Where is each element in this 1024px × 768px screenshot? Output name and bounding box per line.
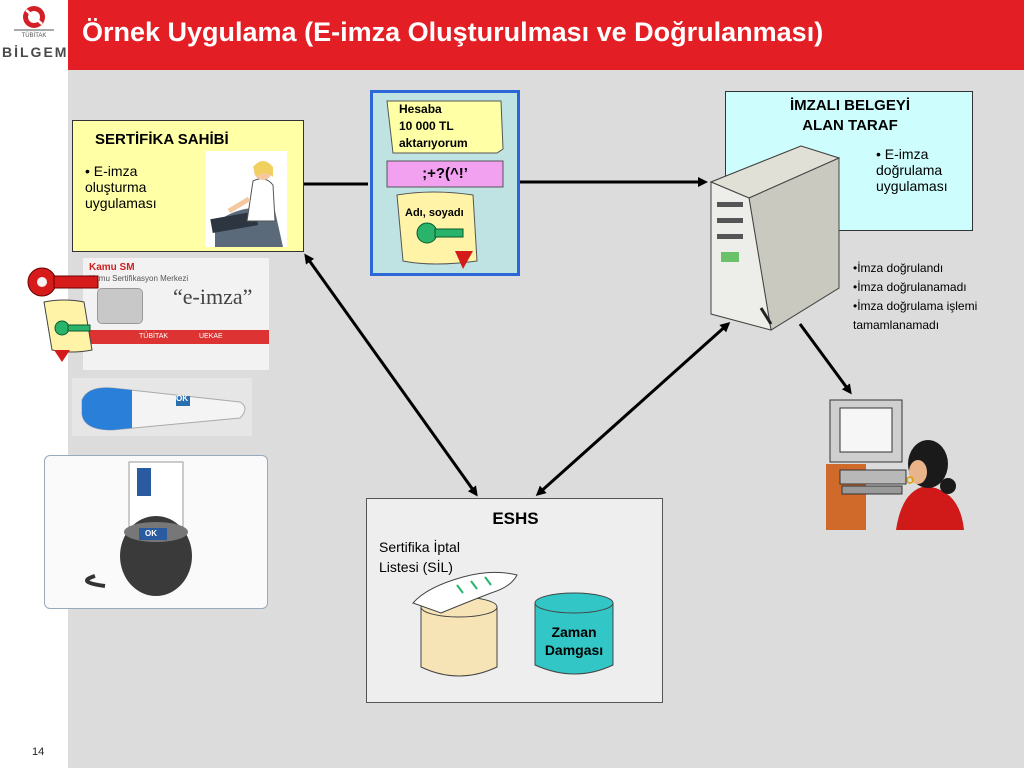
signed-document-box: Hesaba 10 000 TL aktarıyorum ;+?(^!’ Adı… — [370, 90, 520, 276]
usb-token-icon — [81, 387, 246, 431]
logo-brand: BİLGEM — [2, 44, 69, 60]
page-number: 14 — [32, 746, 45, 758]
kamu-brand: Kamu SM — [89, 262, 135, 273]
kamu-footer: TÜBİTAK UEKAE — [83, 330, 269, 344]
timestamp-label-line: Damgası — [544, 642, 604, 658]
bilgem-logo: TÜBİTAK BİLGEM — [0, 0, 68, 70]
timestamp-label-line: Zaman — [551, 624, 597, 640]
document-note-line: aktarıyorum — [399, 136, 468, 150]
kamu-footer-left: TÜBİTAK — [139, 333, 169, 340]
certificate-owner-heading: SERTİFİKA SAHİBİ — [95, 131, 229, 148]
eshs-heading: ESHS — [492, 509, 539, 528]
logo-org: TÜBİTAK — [21, 33, 47, 39]
crl-cylinder-icon — [412, 571, 518, 677]
crl-label-line: Sertifika İptal — [379, 539, 460, 555]
usb-token: OK — [72, 378, 252, 436]
certificate-owner-bullet: • E-imza oluşturma uygulaması — [85, 163, 157, 211]
kamu-sub: Kamu Sertifikasyon Merkezi — [89, 274, 189, 283]
document-hash: ;+?(^!’ — [422, 165, 468, 182]
eshs-illustration — [412, 571, 614, 677]
arrow-eshs-server — [535, 321, 731, 497]
document-note-line: Hesaba — [399, 102, 442, 116]
receiving-party-heading-line: İMZALI BELGEYİ — [790, 97, 910, 114]
receiving-party-bullet: • E-imza doğrulama uygulaması — [876, 146, 948, 194]
certificate-owner-box: SERTİFİKA SAHİBİ • E-imza oluşturma uygu… — [72, 120, 304, 252]
tubitak-emblem-icon — [14, 6, 54, 31]
card-reader: OK — [44, 455, 268, 609]
private-key-certificate-icon — [27, 267, 99, 362]
result-item: •İmza doğrulandı — [853, 261, 944, 275]
slide-header: Örnek Uygulama (E-imza Oluşturulması ve … — [68, 0, 1024, 70]
kamu-footer-right: UEKAE — [199, 333, 223, 340]
document-signature: Adı, soyadı — [405, 207, 464, 219]
chip-icon — [97, 288, 143, 324]
document-scroll-icon — [386, 100, 504, 269]
user-at-computer-icon — [205, 151, 287, 247]
result-item: •İmza doğrulama işlemi tamamlanamadı — [853, 299, 978, 332]
smart-card-reader-icon — [85, 461, 192, 596]
reader-label: OK — [145, 529, 157, 538]
usb-label: OK — [176, 394, 188, 403]
receiving-party-heading-line: ALAN TARAF — [802, 117, 898, 134]
receiving-party-heading: İMZALI BELGEYİ ALAN TARAF — [726, 96, 974, 136]
woman-at-computer-icon — [826, 399, 964, 530]
slide-title: Örnek Uygulama (E-imza Oluşturulması ve … — [82, 17, 824, 47]
crl-label: Sertifika İptal Listesi (SİL) — [379, 537, 460, 577]
timestamp-label: Zaman Damgası — [535, 623, 613, 659]
timestamp-cylinder-icon — [534, 592, 614, 675]
crl-label-line: Listesi (SİL) — [379, 559, 453, 575]
server-tower-icon — [709, 145, 841, 331]
document-note: Hesaba 10 000 TL aktarıyorum — [399, 101, 468, 152]
verification-results: •İmza doğrulandı •İmza doğrulanamadı •İm… — [853, 259, 1023, 335]
left-margin — [0, 0, 68, 768]
eshs-box: ESHS Sertifika İptal Listesi (SİL) Zaman… — [366, 498, 663, 703]
kamu-sm-card: Kamu SM Kamu Sertifikasyon Merkezi “e-im… — [83, 258, 269, 370]
arrow-owner-eshs — [304, 253, 478, 497]
document-note-line: 10 000 TL — [399, 119, 454, 133]
kamu-eimza: “e-imza” — [173, 284, 253, 309]
result-item: •İmza doğrulanamadı — [853, 280, 967, 294]
